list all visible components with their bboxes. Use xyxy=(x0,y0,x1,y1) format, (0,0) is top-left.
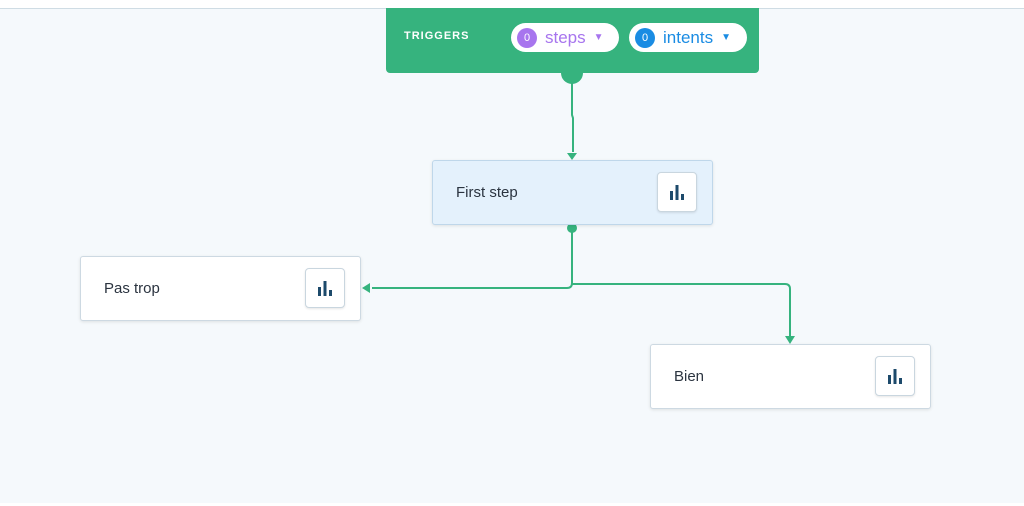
connector-triggers-to-first-step xyxy=(571,78,574,152)
step-node-bien[interactable]: Bien xyxy=(650,344,931,409)
canvas-bottom-border xyxy=(0,503,1024,506)
triggers-panel: TRIGGERS 0 steps ▼ 0 intents ▼ xyxy=(386,8,759,73)
stats-button[interactable] xyxy=(657,172,697,212)
arrowhead-bien xyxy=(785,336,795,344)
intents-label: intents xyxy=(663,27,714,47)
first-step-output-port xyxy=(567,223,577,233)
connector-first-step-to-bien xyxy=(572,283,791,336)
bar-chart-icon xyxy=(888,369,902,384)
step-node-first-step[interactable]: First step xyxy=(432,160,713,225)
triggers-title: TRIGGERS xyxy=(404,30,470,42)
step-title: First step xyxy=(456,184,518,201)
stats-button[interactable] xyxy=(875,356,915,396)
intents-count-badge: 0 xyxy=(635,27,655,48)
bar-chart-icon xyxy=(318,281,332,296)
intents-dropdown[interactable]: 0 intents ▼ xyxy=(629,23,747,52)
bar-chart-icon xyxy=(670,185,684,200)
chevron-down-icon: ▼ xyxy=(593,32,604,43)
chevron-down-icon: ▼ xyxy=(721,32,731,43)
step-node-pas-trop[interactable]: Pas trop xyxy=(80,256,361,321)
steps-count-badge: 0 xyxy=(517,27,537,48)
step-title: Pas trop xyxy=(104,280,160,297)
arrowhead-first-step xyxy=(567,153,577,160)
steps-label: steps xyxy=(545,27,586,47)
connector-first-step-to-pas-trop xyxy=(372,229,573,289)
arrowhead-pas-trop xyxy=(362,283,370,293)
step-title: Bien xyxy=(674,368,705,385)
steps-dropdown[interactable]: 0 steps ▼ xyxy=(511,23,619,52)
stats-button[interactable] xyxy=(305,268,345,308)
